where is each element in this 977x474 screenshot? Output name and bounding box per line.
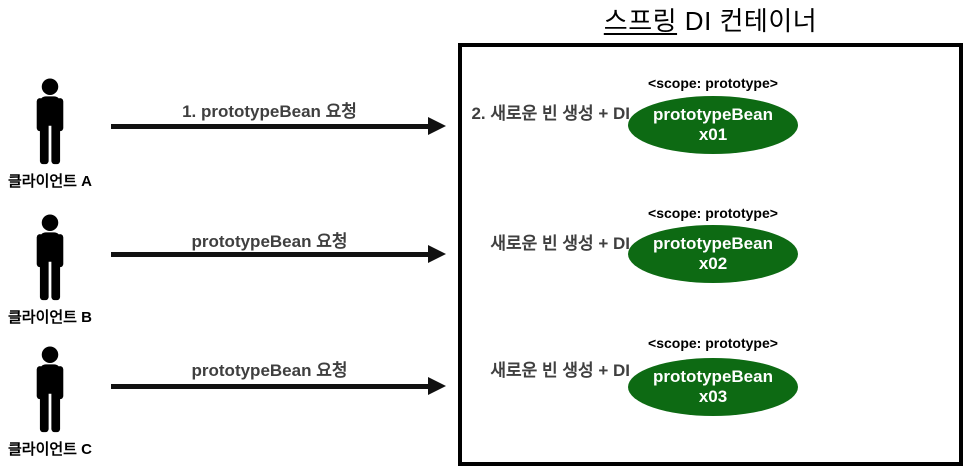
bean-instance-2: x02 [698, 254, 728, 273]
request-arrow-3 [111, 384, 428, 389]
request-arrowhead-2 [428, 245, 446, 263]
create-bean-label-1: 2. 새로운 빈 생성 + DI [471, 104, 630, 123]
page-title: 스프링 DI 컨테이너 [458, 1, 963, 38]
client-b-label: 클라이언트 B [7, 309, 92, 326]
title-rest-part: DI 컨테이너 [677, 6, 818, 36]
request-arrowhead-1 [428, 117, 446, 135]
prototype-bean-ellipse: prototypeBean x03 [628, 358, 798, 416]
person-icon [36, 214, 64, 301]
client-a-label: 클라이언트 A [7, 173, 92, 190]
client-c-label: 클라이언트 C [7, 441, 92, 458]
prototype-bean-ellipse: prototypeBean x01 [628, 96, 798, 154]
bean-name-1: prototypeBean [653, 105, 773, 124]
bean-instance-1: x01 [698, 125, 728, 144]
request-arrow-2 [111, 252, 428, 257]
person-icon [36, 346, 64, 433]
bean-name-3: prototypeBean [653, 367, 773, 386]
client-b: 클라이언트 B [2, 212, 98, 327]
scope-label-3: <scope: prototype> [648, 335, 778, 351]
scope-label-1: <scope: prototype> [648, 75, 778, 91]
create-bean-label-2: 새로운 빈 생성 + DI [490, 234, 630, 253]
scope-label-2: <scope: prototype> [648, 205, 778, 221]
title-underlined-part: 스프링 [603, 6, 678, 36]
person-icon [36, 78, 64, 165]
request-arrowhead-3 [428, 377, 446, 395]
request-arrow-label-3: prototypeBean 요청 [191, 361, 348, 380]
prototype-bean-ellipse: prototypeBean x02 [628, 225, 798, 283]
request-arrow-label-1: 1. prototypeBean 요청 [182, 102, 357, 121]
client-c: 클라이언트 C [2, 344, 98, 459]
bean-instance-3: x03 [698, 387, 728, 406]
create-bean-label-3: 새로운 빈 생성 + DI [490, 361, 630, 380]
client-a: 클라이언트 A [2, 76, 98, 191]
request-arrow-1 [111, 124, 428, 129]
request-arrow-label-2: prototypeBean 요청 [191, 232, 348, 251]
bean-name-2: prototypeBean [653, 234, 773, 253]
